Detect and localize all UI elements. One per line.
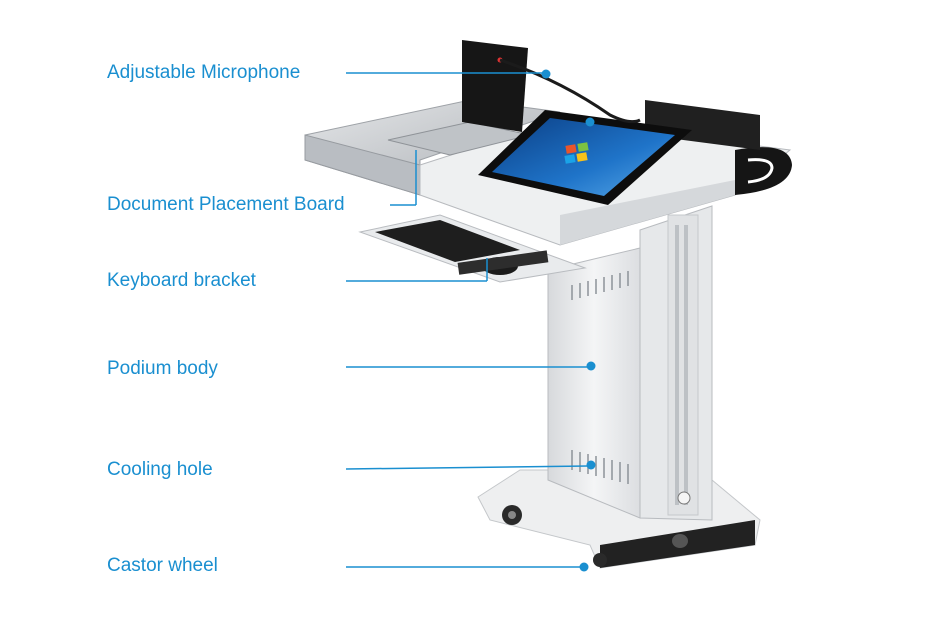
callout-line-microphone [346,69,551,79]
callout-line-podium-body [346,361,596,371]
callout-label-keyboard-bracket: Keyboard bracket [107,270,256,291]
callout-line-keyboard-bracket [346,258,488,282]
callout-label-podium-body: Podium body [107,358,218,379]
cooling-slots [571,271,629,484]
callout-label-castor-wheel: Castor wheel [107,555,218,576]
callout-line-castor-wheel [346,562,589,572]
keyboard-tray [358,214,587,283]
microphone-icon [499,58,641,124]
callout-line-cooling-hole [345,460,596,470]
callout-label-document-board: Document Placement Board [107,194,345,215]
laptop-icon [387,40,531,156]
podium-body-shape [547,205,713,521]
callout-line-document-board [390,117,595,206]
callout-label-microphone: Adjustable Microphone [107,62,301,83]
callout-label-cooling-hole: Cooling hole [107,459,213,480]
touch-screen-icon [478,110,692,205]
